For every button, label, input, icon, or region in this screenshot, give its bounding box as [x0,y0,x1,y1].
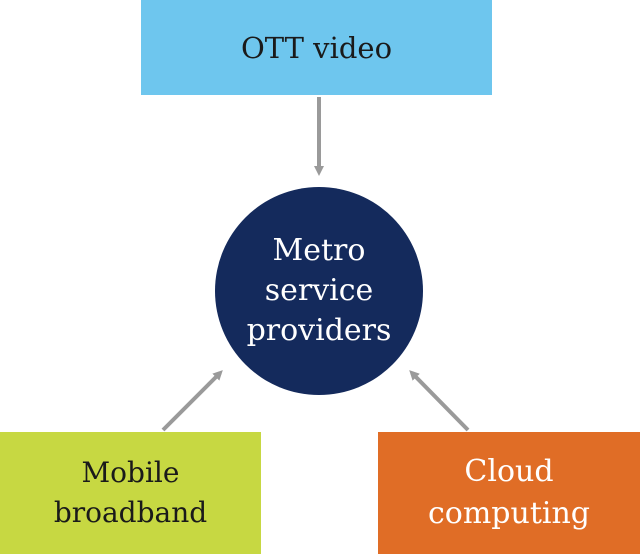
center-node-label: Metro service providers [246,233,392,348]
ott-video-label: OTT video [240,30,393,65]
arrow-mobile-to-center [161,370,223,432]
metro-service-providers-node: Metro service providers [215,187,423,395]
mobile-broadband-label: Mobile broadband [53,456,208,529]
cloud-computing-label: Cloud computing [427,454,590,531]
arrow-cloud-to-center [409,370,470,432]
cloud-computing-box: Cloud computing [378,432,640,554]
ott-video-box: OTT video [141,0,492,95]
mobile-broadband-box: Mobile broadband [0,432,261,554]
